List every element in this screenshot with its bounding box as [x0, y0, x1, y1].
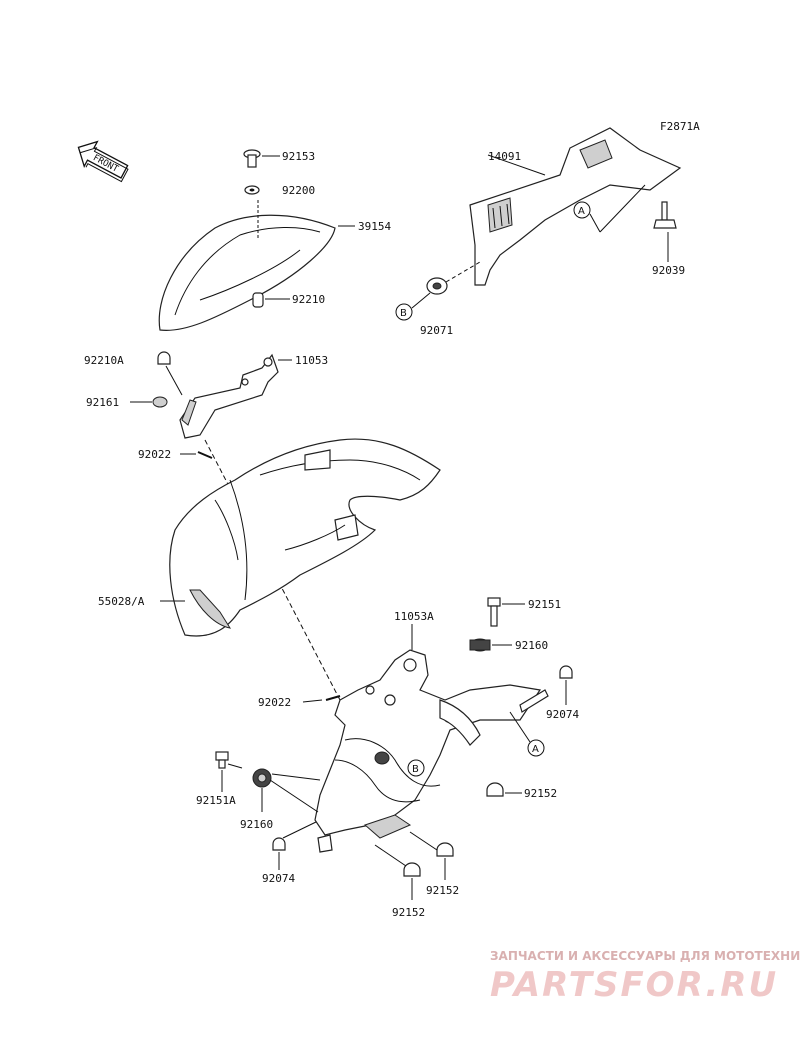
- grommet-92210A: [157, 351, 183, 396]
- figure-code: F2871A: [660, 120, 700, 133]
- damper-92152-bottom: [374, 844, 421, 900]
- label-92152-right: 92152: [524, 787, 557, 800]
- label-11053A: 11053A: [394, 610, 434, 623]
- label-55028A: 55028/A: [98, 595, 145, 608]
- label-92161: 92161: [86, 396, 119, 409]
- bolt-92151: [487, 597, 525, 627]
- label-92210: 92210: [292, 293, 325, 306]
- svg-text:A: A: [578, 206, 585, 217]
- label-92071: 92071: [420, 324, 453, 337]
- bolt-92151A: [215, 751, 243, 792]
- label-92039: 92039: [652, 264, 685, 277]
- grommet-92071: [426, 261, 481, 295]
- damper-92152-right: [486, 782, 522, 797]
- clip-92022-bottom: [302, 695, 341, 703]
- label-14091: 14091: [488, 150, 521, 163]
- label-92022-bottom: 92022: [258, 696, 291, 709]
- stay-frame-11053A: [314, 649, 549, 853]
- damper-92074-left: [272, 821, 317, 870]
- label-92153: 92153: [282, 150, 315, 163]
- bracket-11053: [179, 353, 292, 439]
- ref-marker-a-top: A: [573, 184, 646, 233]
- label-92210A: 92210A: [84, 354, 124, 367]
- panel-14091: [469, 127, 682, 286]
- label-92200: 92200: [282, 184, 315, 197]
- screw-92153: [243, 149, 280, 168]
- watermark-tagline: ЗАПЧАСТИ И АКСЕССУАРЫ ДЛЯ МОТОТЕХНИКИ: [490, 949, 800, 963]
- front-arrow-icon: FRONT: [77, 140, 129, 183]
- grommet-92160-right: [469, 638, 512, 652]
- label-11053: 11053: [295, 354, 328, 367]
- cowl-55028A: [160, 438, 441, 637]
- label-92151: 92151: [528, 598, 561, 611]
- grommet-92210: [252, 292, 290, 308]
- label-92151A: 92151A: [196, 794, 236, 807]
- svg-text:A: A: [532, 744, 539, 755]
- ref-marker-a-bottom: A: [509, 711, 545, 757]
- bolt-92039: [653, 201, 677, 262]
- ref-marker-b-top: B: [395, 292, 431, 321]
- label-92152-bottom: 92152: [392, 906, 425, 919]
- ref-marker-b-bottom: B: [407, 759, 425, 777]
- label-92074-left: 92074: [262, 872, 295, 885]
- label-92160-left: 92160: [240, 818, 273, 831]
- windscreen-39154: [158, 200, 355, 331]
- label-92160-right: 92160: [515, 639, 548, 652]
- label-92152-mid: 92152: [426, 884, 459, 897]
- label-39154: 39154: [358, 220, 391, 233]
- washer-92200: [244, 185, 260, 195]
- watermark: ЗАПЧАСТИ И АКСЕССУАРЫ ДЛЯ МОТОТЕХНИКИ PA…: [490, 949, 800, 1005]
- watermark-site: PARTSFOR.RU: [490, 965, 778, 1005]
- svg-text:B: B: [400, 308, 407, 319]
- grommet-92160-left: [252, 768, 321, 813]
- label-92074-right: 92074: [546, 708, 579, 721]
- label-92022-top: 92022: [138, 448, 171, 461]
- damper-92074-right: [559, 665, 573, 705]
- svg-text:B: B: [412, 764, 419, 775]
- damper-92152-mid: [409, 831, 454, 880]
- damper-92161: [130, 396, 168, 408]
